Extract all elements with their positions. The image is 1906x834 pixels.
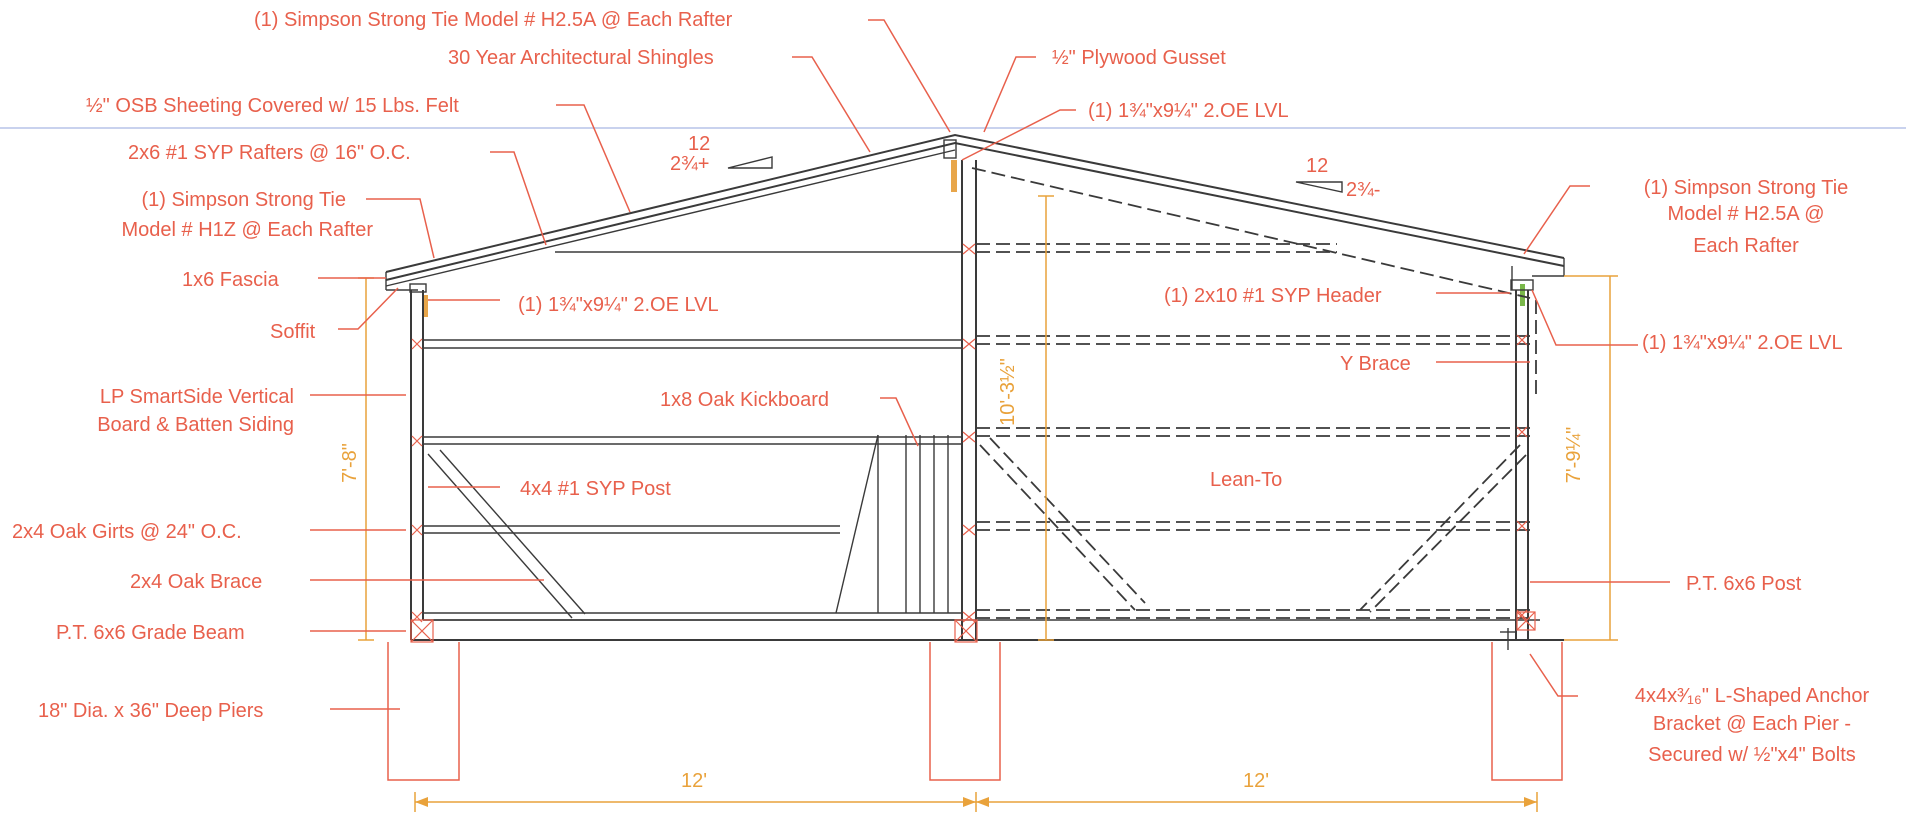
span-arrow-left: [415, 797, 428, 807]
leader-osb: [556, 104, 631, 213]
roof-top-line: [385, 133, 1565, 273]
piers: [387, 642, 1563, 781]
leader-h25a-top: [868, 19, 951, 133]
left-lvl-marker: [423, 295, 428, 317]
leader-h25a-right: [1523, 185, 1590, 255]
label-h1z-line1: (1) Simpson Strong Tie: [141, 189, 346, 211]
label-soffit: Soffit: [270, 321, 316, 343]
leader-lvl-ridge: [961, 109, 1076, 161]
callout-labels: (1) Simpson Strong Tie Model # H2.5A @ E…: [12, 9, 1869, 766]
label-anchor-line1: 4x4x³⁄₁₆" L-Shaped Anchor: [1635, 685, 1870, 707]
kick-slant-a: [835, 434, 879, 614]
label-brace: 2x4 Oak Brace: [130, 571, 262, 593]
leanto-dashed-rafter: [971, 167, 1531, 299]
label-header: (1) 2x10 #1 SYP Header: [1164, 285, 1382, 307]
label-fascia: 1x6 Fascia: [182, 269, 280, 291]
leader-h1z: [366, 198, 435, 259]
ridge-gusset: [943, 139, 957, 159]
connection-markers: [410, 243, 1536, 643]
ridge-lvl-marker: [951, 160, 957, 192]
roof-sheathing-line: [385, 141, 1565, 281]
label-anchor-line3: Secured w/ ½"x4" Bolts: [1648, 744, 1856, 766]
label-post6x6: P.T. 6x6 Post: [1686, 573, 1802, 595]
label-piers: 18" Dia. x 36" Deep Piers: [38, 700, 263, 722]
right-span: 12': [1243, 770, 1269, 792]
leader-lines: [310, 19, 1670, 710]
label-h25a-top: (1) Simpson Strong Tie Model # H2.5A @ E…: [254, 9, 733, 31]
label-anchor-line2: Bracket @ Each Pier -: [1653, 713, 1851, 735]
span-arrow-center-l: [963, 797, 976, 807]
right-wall-height: 7'-9¼": [1563, 427, 1585, 484]
label-post4x4: 4x4 #1 SYP Post: [520, 478, 671, 500]
slope-indicators: [727, 156, 1343, 193]
label-osb: ½" OSB Sheeting Covered w/ 15 Lbs. Felt: [86, 95, 459, 117]
pier-right: [1491, 642, 1563, 781]
label-h25a-right-line2: Model # H2.5A @: [1667, 203, 1824, 225]
label-h25a-right-line3: Each Rafter: [1693, 235, 1799, 257]
leader-rafters: [490, 151, 547, 246]
label-shingles: 30 Year Architectural Shingles: [448, 47, 714, 69]
center-height: 10'-3½": [997, 358, 1019, 426]
label-rafters: 2x6 #1 SYP Rafters @ 16" O.C.: [128, 142, 411, 164]
label-gusset: ½" Plywood Gusset: [1052, 47, 1226, 69]
left-wall-height: 7'-8": [339, 443, 361, 483]
main-building-framing: [409, 160, 1564, 641]
label-ybrace: Y Brace: [1340, 353, 1411, 375]
label-siding-line2: Board & Batten Siding: [97, 414, 294, 436]
label-girts: 2x4 Oak Girts @ 24" O.C.: [12, 521, 242, 543]
leader-kickboard: [880, 397, 919, 447]
leader-gusset: [983, 56, 1036, 133]
diagonal-brace-a: [427, 453, 573, 619]
dimensions: 7'-8" 10'-3½" 7'-9¼" 12' 12': [339, 195, 1618, 812]
leader-shingles: [792, 56, 871, 153]
pier-center: [929, 642, 1001, 781]
left-slope-run: 12: [688, 133, 710, 155]
label-kickboard: 1x8 Oak Kickboard: [660, 389, 829, 411]
leanto-brace-right-a: [1359, 444, 1521, 611]
label-lvl-right: (1) 1¾"x9¼" 2.OE LVL: [1642, 332, 1843, 354]
right-slope-triangle: [1295, 181, 1343, 193]
label-lvl-ridge: (1) 1¾"x9¼" 2.OE LVL: [1088, 100, 1289, 122]
leanto-framing: [976, 243, 1537, 650]
left-span: 12': [681, 770, 707, 792]
label-siding-line1: LP SmartSide Vertical: [100, 386, 294, 408]
pier-left: [387, 642, 460, 781]
leader-lvl-right: [1531, 289, 1638, 346]
label-gradebeam: P.T. 6x6 Grade Beam: [56, 622, 245, 644]
leanto-brace-left-b: [989, 437, 1146, 604]
leanto-brace-right-b: [1369, 454, 1527, 613]
right-header-marker: [1520, 284, 1525, 306]
leader-anchor: [1529, 653, 1578, 697]
label-leanto: Lean-To: [1210, 469, 1282, 491]
leanto-brace-left-a: [979, 444, 1136, 611]
roof: [385, 133, 1565, 317]
leader-soffit: [338, 287, 399, 330]
right-slope-rise: 2¾-: [1346, 179, 1380, 201]
span-arrow-center-r: [976, 797, 989, 807]
label-h1z-line2: Model # H1Z @ Each Rafter: [121, 219, 373, 241]
left-top-plate: [409, 283, 427, 293]
diagonal-brace-b: [439, 449, 586, 615]
left-slope-triangle: [727, 156, 773, 169]
label-h25a-right-line1: (1) Simpson Strong Tie: [1644, 177, 1849, 199]
label-lvl-left: (1) 1¾"x9¼" 2.OE LVL: [518, 294, 719, 316]
span-arrow-right: [1524, 797, 1537, 807]
right-top-plate: [1510, 279, 1534, 291]
left-slope-rise: 2¾+: [670, 153, 709, 175]
left-rafter-underside: [385, 149, 956, 287]
right-slope-run: 12: [1306, 155, 1328, 177]
